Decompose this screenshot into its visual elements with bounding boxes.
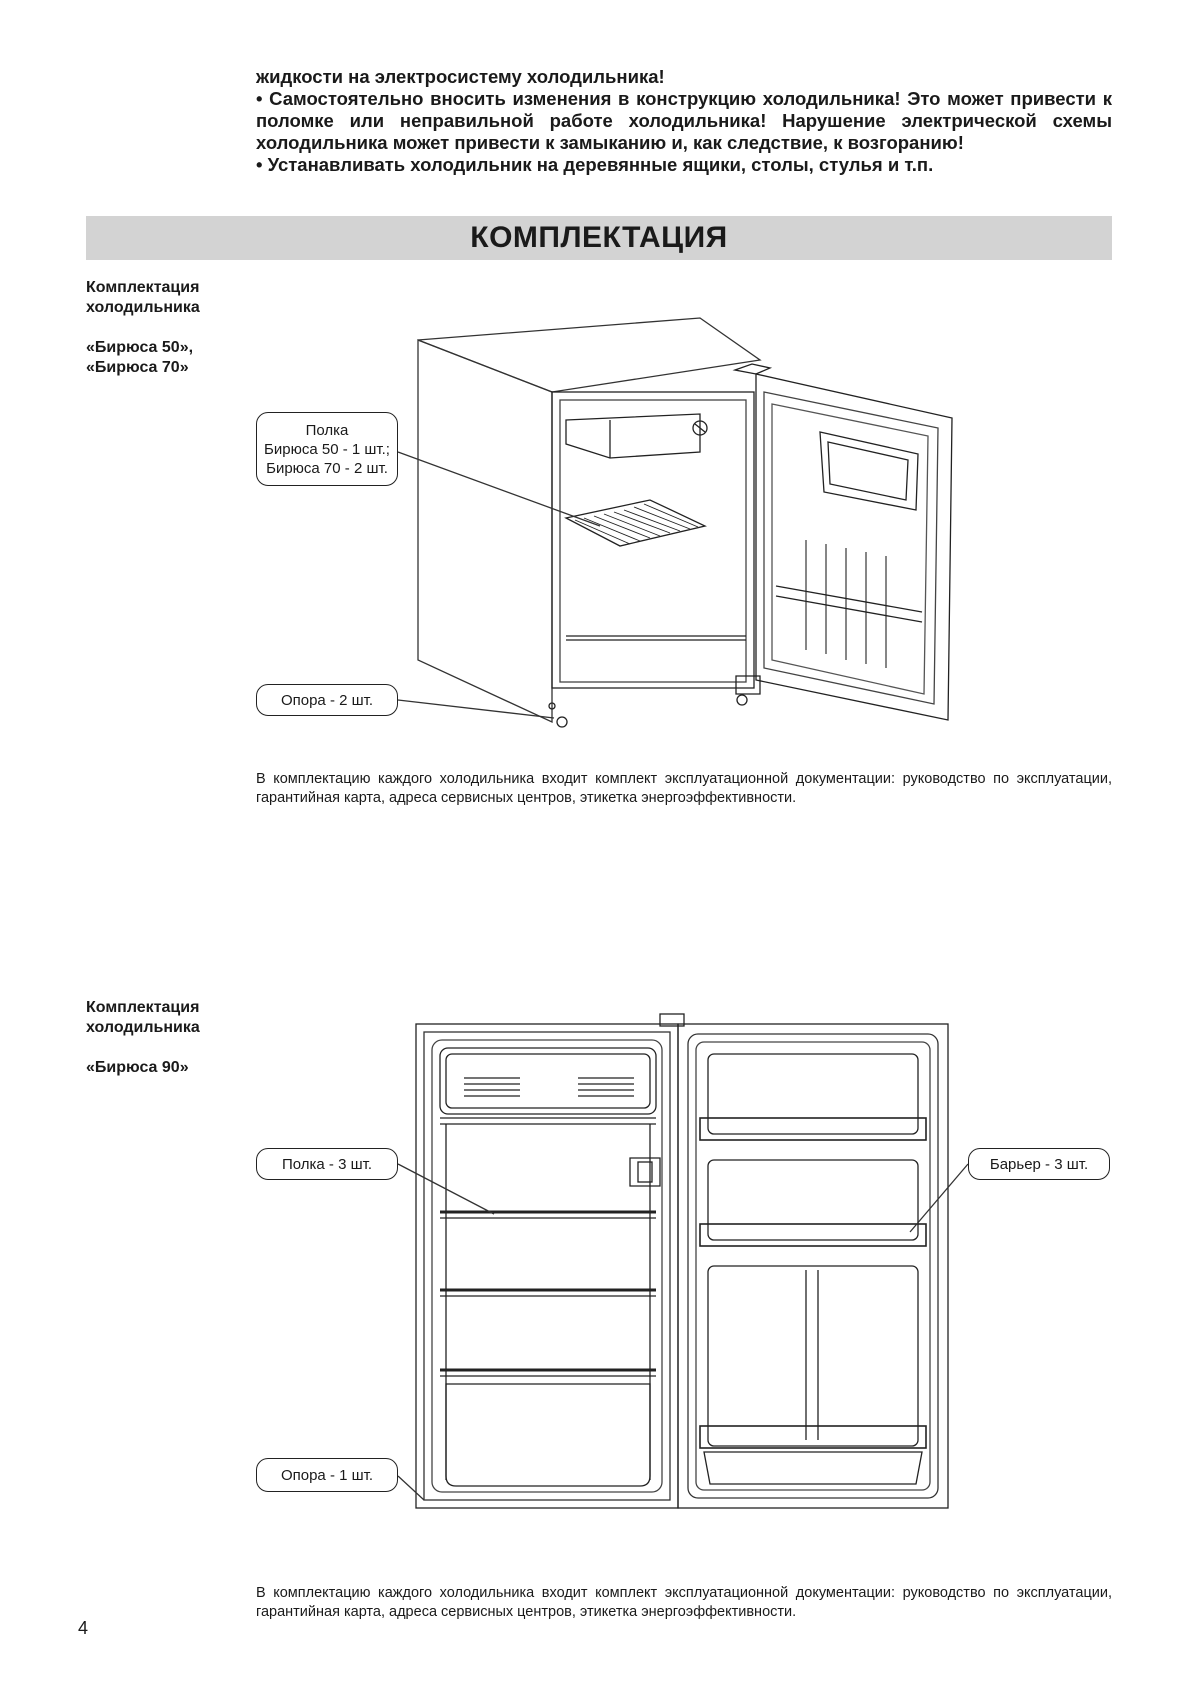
block1-side-label: Комплектация холодильника «Бирюса 50», «… — [86, 278, 246, 378]
callout-support-90-text: Опора - 1 шт. — [280, 1466, 374, 1484]
callout-shelf-50-70-line2: Бирюса 50 - 1 шт.; — [264, 440, 390, 458]
block2-side-label: Комплектация холодильника «Бирюса 90» — [86, 998, 246, 1078]
block2-model-line1: «Бирюса 90» — [86, 1059, 189, 1076]
section-heading-bar: КОМПЛЕКТАЦИЯ — [86, 216, 1112, 260]
callout-shelf-90: Полка - 3 шт. — [256, 1148, 398, 1180]
callout-support-90: Опора - 1 шт. — [256, 1458, 398, 1492]
callout-shelf-90-text: Полка - 3 шт. — [281, 1155, 373, 1173]
page-number: 4 — [78, 1618, 89, 1638]
callout-support-50-70-text: Опора - 2 шт. — [280, 691, 374, 709]
intro-text: жидкости на электросистему холодильника!… — [256, 66, 1112, 176]
callout-barrier-90: Барьер - 3 шт. — [968, 1148, 1110, 1180]
block1-label-line1: Комплектация — [86, 279, 200, 296]
block1-model-line2: «Бирюса 70» — [86, 359, 189, 376]
block2-label-line1: Комплектация — [86, 999, 200, 1016]
section-title: КОМПЛЕКТАЦИЯ — [470, 221, 728, 254]
callout-shelf-50-70-line3: Бирюса 70 - 2 шт. — [266, 459, 388, 477]
block2-label-line2: холодильника — [86, 1019, 200, 1036]
intro-line-1: жидкости на электросистему холодильника! — [256, 66, 665, 87]
block1-note: В комплектацию каждого холодильника вход… — [256, 771, 1112, 806]
callout-shelf-50-70-line1: Полка — [305, 421, 349, 439]
callout-shelf-50-70: Полка Бирюса 50 - 1 шт.; Бирюса 70 - 2 ш… — [256, 412, 398, 486]
intro-bullet-3: • Устанавливать холодильник на деревянны… — [256, 154, 934, 175]
callout-barrier-90-text: Барьер - 3 шт. — [989, 1155, 1089, 1173]
intro-bullet-2: • Самостоятельно вносить изменения в кон… — [256, 88, 1112, 153]
block2-note: В комплектацию каждого холодильника вход… — [256, 1585, 1112, 1620]
callout-support-50-70: Опора - 2 шт. — [256, 684, 398, 716]
block1-label-line2: холодильника — [86, 299, 200, 316]
block1-model-line1: «Бирюса 50», — [86, 339, 194, 356]
